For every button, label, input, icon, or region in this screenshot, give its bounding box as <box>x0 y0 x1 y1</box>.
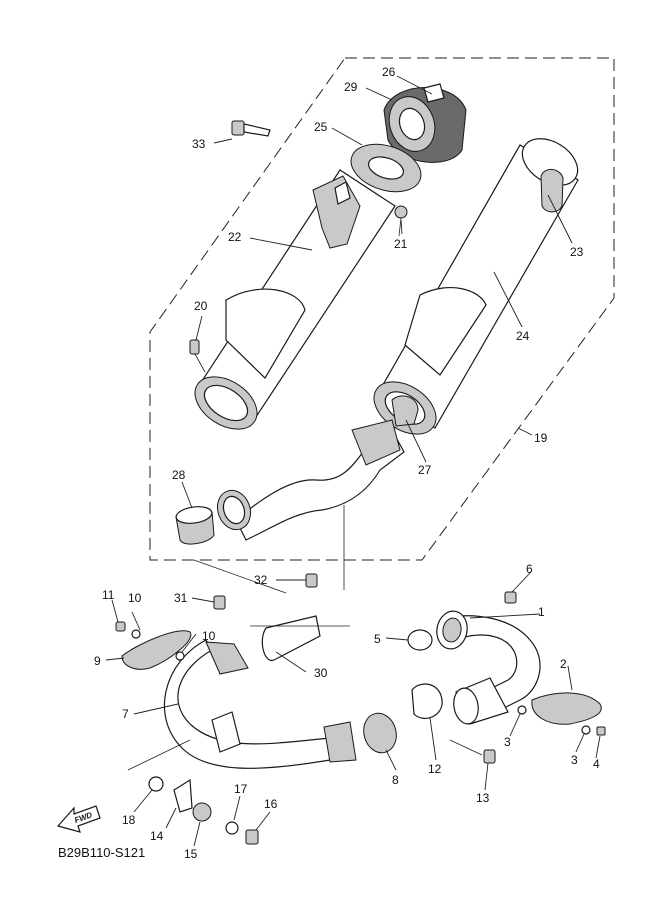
washer-10a <box>131 629 141 639</box>
diagram-code: B29B110-S121 <box>58 845 145 860</box>
bolt-4 <box>596 726 606 736</box>
callout-29: 29 <box>344 80 358 94</box>
callout-14: 14 <box>150 829 164 843</box>
washer-10b <box>175 651 185 661</box>
bolt-20 <box>189 339 206 373</box>
muffler-assembly-outline <box>149 57 615 561</box>
callout-20: 20 <box>194 299 208 313</box>
washer-3b <box>581 725 591 735</box>
callout-22: 22 <box>228 230 242 244</box>
bolt-13 <box>483 749 496 764</box>
callout-17: 17 <box>234 782 248 796</box>
callout-26: 26 <box>382 65 396 79</box>
washer-17 <box>225 821 239 835</box>
callout-3-b: 3 <box>571 753 578 767</box>
collar-15 <box>192 802 212 822</box>
callout-25: 25 <box>314 120 328 134</box>
gasket-28 <box>175 506 215 545</box>
callout-10-a: 10 <box>128 591 142 605</box>
callout-15: 15 <box>184 847 198 861</box>
bolt-32 <box>305 573 318 588</box>
clamp-12 <box>411 683 443 719</box>
exhaust-pipe-1 <box>436 610 541 725</box>
callout-5: 5 <box>374 632 381 646</box>
callout-11: 11 <box>102 588 115 602</box>
callout-9: 9 <box>94 654 101 668</box>
callout-33: 33 <box>192 137 206 151</box>
assembly-line-a <box>193 559 287 594</box>
callout-12: 12 <box>428 762 442 776</box>
bolt-18 <box>148 776 164 792</box>
rivet-21 <box>394 205 408 237</box>
callout-3-a: 3 <box>504 735 511 749</box>
protector-2 <box>531 692 602 725</box>
nut-11 <box>115 621 126 632</box>
bolt-31 <box>213 595 226 610</box>
bolt-33 <box>231 120 271 137</box>
bracket-27 <box>391 395 419 427</box>
end-cap-29 <box>383 83 467 163</box>
washer-3a <box>517 705 527 715</box>
callout-23: 23 <box>570 245 584 259</box>
callout-18: 18 <box>122 813 136 827</box>
leader-lines <box>105 75 601 847</box>
callout-30: 30 <box>314 666 328 680</box>
assembly-line-d <box>127 739 191 771</box>
callout-27: 27 <box>418 463 432 477</box>
muffler-inlet-pipe <box>216 419 405 541</box>
callout-7: 7 <box>122 707 129 721</box>
callout-labels: 26 29 25 33 21 22 20 23 24 19 27 28 32 3… <box>94 65 600 861</box>
callout-1: 1 <box>538 605 545 619</box>
muffler-body-22 <box>194 169 396 430</box>
nut-6 <box>504 591 517 604</box>
callout-24: 24 <box>516 329 530 343</box>
callout-32: 32 <box>254 573 268 587</box>
callout-13: 13 <box>476 791 490 805</box>
exhaust-pipe-7 <box>163 639 357 769</box>
callout-10-b: 10 <box>202 629 216 643</box>
gasket-5 <box>407 629 433 651</box>
callout-28: 28 <box>172 468 186 482</box>
callout-31: 31 <box>174 591 188 605</box>
callout-2: 2 <box>560 657 567 671</box>
callout-6: 6 <box>526 562 533 576</box>
callout-21: 21 <box>394 237 408 251</box>
callout-19: 19 <box>534 431 548 445</box>
callout-8: 8 <box>392 773 399 787</box>
bracket-14 <box>173 778 193 813</box>
callout-4: 4 <box>593 757 600 771</box>
bolt-16 <box>245 829 259 845</box>
gasket-8 <box>363 712 397 754</box>
protector-9 <box>121 630 192 670</box>
packing-ring-25 <box>350 143 422 193</box>
forward-direction-arrow: FWD <box>56 805 101 833</box>
bracket-30 <box>261 615 321 661</box>
muffler-body-24 <box>373 138 579 435</box>
assembly-line-e <box>449 739 483 756</box>
callout-16: 16 <box>264 797 278 811</box>
